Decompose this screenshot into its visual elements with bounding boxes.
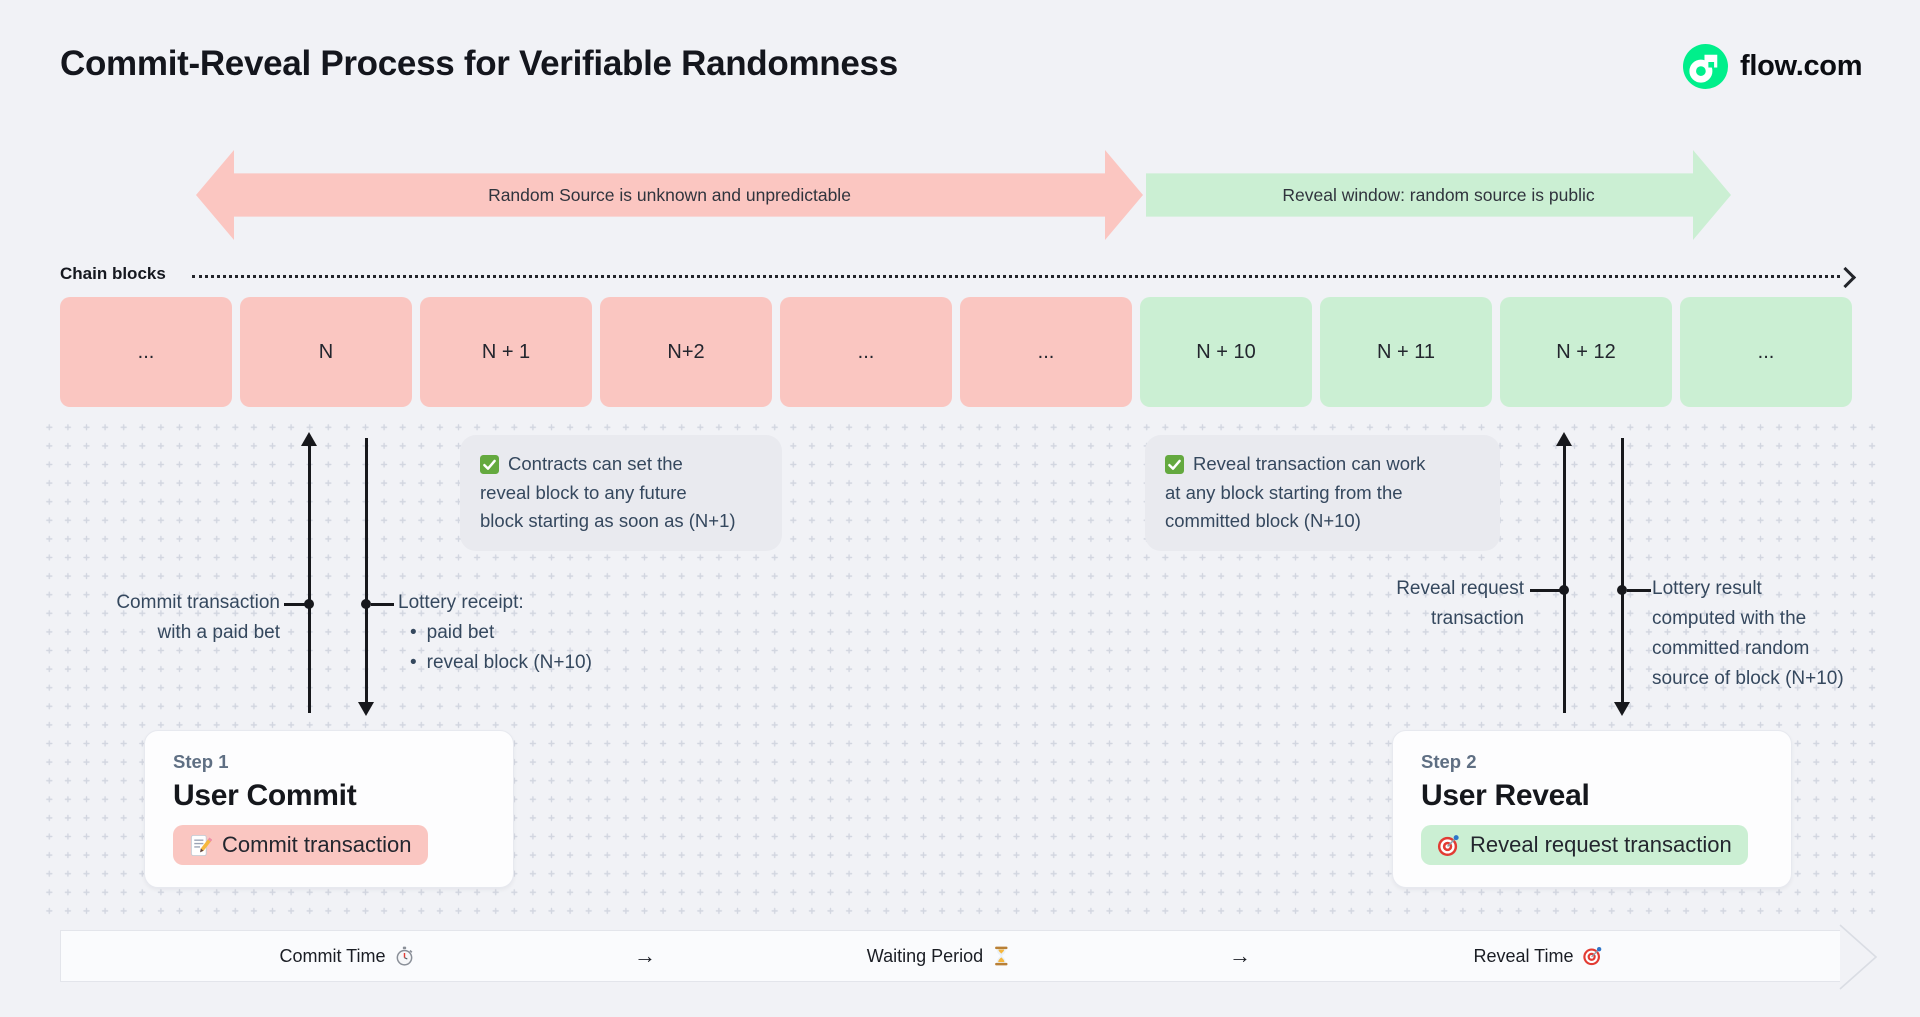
connector-line <box>1530 589 1561 592</box>
timeline-arrowhead-icon <box>1839 924 1878 990</box>
chain-block: ... <box>60 297 232 407</box>
lottery-receipt-note: Lottery receipt: •paid bet •reveal block… <box>398 588 658 678</box>
commit-callout: Contracts can set the reveal block to an… <box>460 435 782 551</box>
commit-callout-line: block starting as soon as (N+1) <box>480 510 736 531</box>
chain-block: N + 11 <box>1320 297 1492 407</box>
target-icon <box>1437 834 1460 857</box>
connector-line <box>1627 589 1651 592</box>
connector-dot <box>304 599 314 609</box>
chain-block: ... <box>1680 297 1852 407</box>
up-arrowhead-icon <box>301 432 317 446</box>
connector-line <box>284 603 306 606</box>
stopwatch-icon <box>395 946 415 966</box>
commit-up-arrow <box>308 446 311 713</box>
timeline-reveal-time: Reveal Time <box>1473 930 1602 982</box>
commit-callout-line: reveal block to any future <box>480 481 687 503</box>
badge-label: Reveal request transaction <box>1470 832 1732 857</box>
reveal-up-arrow <box>1563 446 1566 713</box>
timeline-step-arrow: → <box>634 930 656 982</box>
step2-eyebrow: Step 2 <box>1421 751 1477 772</box>
chain-block: ... <box>780 297 952 407</box>
hourglass-icon <box>992 946 1011 966</box>
check-icon <box>1165 454 1184 474</box>
down-arrowhead-icon <box>1614 702 1630 716</box>
target-icon <box>1583 946 1603 966</box>
chain-blocks-label: Chain blocks <box>60 264 166 283</box>
step1-eyebrow: Step 1 <box>173 751 229 772</box>
reveal-callout-line: Reveal transaction can work <box>1193 453 1426 474</box>
check-icon <box>480 454 499 474</box>
badge-label: Commit transaction <box>222 832 412 857</box>
timeline-bar <box>60 930 1845 982</box>
reveal-callout-line: at any block starting from the <box>1165 481 1403 503</box>
connector-dot <box>1617 585 1627 595</box>
bullet-icon: • <box>410 652 417 673</box>
lottery-result-down-arrow <box>1621 438 1624 702</box>
lottery-receipt-down-arrow <box>365 438 368 702</box>
commit-callout-line: Contracts can set the <box>508 453 683 474</box>
chain-block: N+2 <box>600 297 772 407</box>
commit-transaction-badge: Commit transaction <box>173 825 428 865</box>
chain-axis-dotted-line <box>192 275 1840 278</box>
reveal-phase-label: Reveal window: random source is public <box>1282 184 1595 205</box>
chain-block: ... <box>960 297 1132 407</box>
chain-block: N <box>240 297 412 407</box>
chain-block: N + 12 <box>1500 297 1672 407</box>
reveal-callout-line: committed block (N+10) <box>1165 510 1361 531</box>
connector-line <box>371 603 394 606</box>
timeline-step-arrow: → <box>1229 930 1251 982</box>
flow-logo-icon <box>1683 44 1728 89</box>
flow-brand: flow.com <box>1683 44 1863 89</box>
timeline-waiting-period: Waiting Period <box>867 930 1011 982</box>
chain-block: N + 10 <box>1140 297 1312 407</box>
timeline-commit-time: Commit Time <box>279 930 414 982</box>
step1-card: Step 1 User Commit Commit transaction <box>144 730 514 888</box>
down-arrowhead-icon <box>358 702 374 716</box>
connector-dot <box>361 599 371 609</box>
bullet-icon: • <box>410 622 417 643</box>
right-arrow-icon: → <box>1229 943 1251 968</box>
up-arrowhead-icon <box>1556 432 1572 446</box>
right-arrow-icon: → <box>634 943 656 968</box>
reveal-callout: Reveal transaction can work at any block… <box>1145 435 1500 551</box>
brand-name: flow.com <box>1740 50 1863 82</box>
commit-phase-label: Random Source is unknown and unpredictab… <box>488 184 851 205</box>
step2-card: Step 2 User Reveal Reveal request transa… <box>1392 730 1792 888</box>
step2-title: User Reveal <box>1421 779 1590 812</box>
reveal-request-note: Reveal request transaction <box>1396 578 1524 629</box>
commit-transaction-note: Commit transaction with a paid bet <box>116 592 280 643</box>
page-title: Commit-Reveal Process for Verifiable Ran… <box>60 44 898 83</box>
connector-dot <box>1559 585 1569 595</box>
memo-icon <box>189 834 212 857</box>
step1-title: User Commit <box>173 779 357 812</box>
reveal-request-badge: Reveal request transaction <box>1421 825 1748 865</box>
lottery-result-note: Lottery result computed with the committ… <box>1652 578 1844 689</box>
chain-block: N + 1 <box>420 297 592 407</box>
